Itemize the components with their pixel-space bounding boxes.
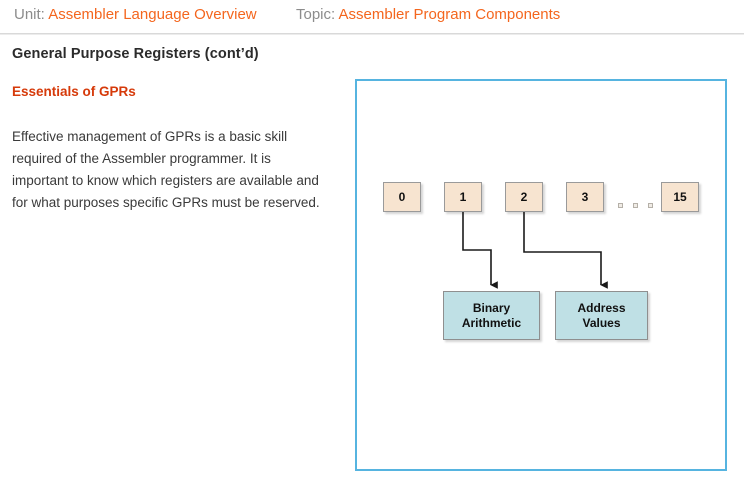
register-box-2: 2	[505, 182, 543, 212]
ellipsis-dot	[648, 203, 653, 208]
purpose-binary-line1: Binary	[472, 300, 511, 315]
unit-value: Assembler Language Overview	[48, 6, 257, 23]
purpose-box-address-values: Address Values	[555, 291, 648, 340]
purpose-binary-line2: Arithmetic	[461, 315, 522, 330]
section-title: Essentials of GPRs	[12, 84, 136, 99]
header-divider	[0, 33, 744, 35]
unit-label: Unit:	[14, 6, 45, 23]
ellipsis-dot	[618, 203, 623, 208]
purpose-address-text: Address Values	[577, 301, 625, 331]
register-box-0: 0	[383, 182, 421, 212]
ellipsis-dots-icon	[618, 203, 658, 211]
register-box-1: 1	[444, 182, 482, 212]
purpose-binary-text: Binary Arithmetic	[462, 301, 521, 331]
page-title: General Purpose Registers (cont’d)	[12, 46, 259, 62]
diagram-panel	[355, 79, 727, 471]
purpose-address-line1: Address	[577, 300, 626, 315]
purpose-address-line2: Values	[582, 315, 621, 330]
body-paragraph: Effective management of GPRs is a basic …	[12, 129, 320, 210]
register-box-3: 3	[566, 182, 604, 212]
ellipsis-dot	[633, 203, 638, 208]
breadcrumb-unit: Unit: Assembler Language Overview	[14, 6, 257, 23]
topic-value: Assembler Program Components	[338, 6, 561, 23]
breadcrumb-topic: Topic: Assembler Program Components	[296, 6, 560, 23]
register-box-15: 15	[661, 182, 699, 212]
topic-label: Topic:	[296, 6, 336, 23]
purpose-box-binary-arithmetic: Binary Arithmetic	[443, 291, 540, 340]
header-bar: Unit: Assembler Language Overview Topic:…	[0, 0, 744, 33]
